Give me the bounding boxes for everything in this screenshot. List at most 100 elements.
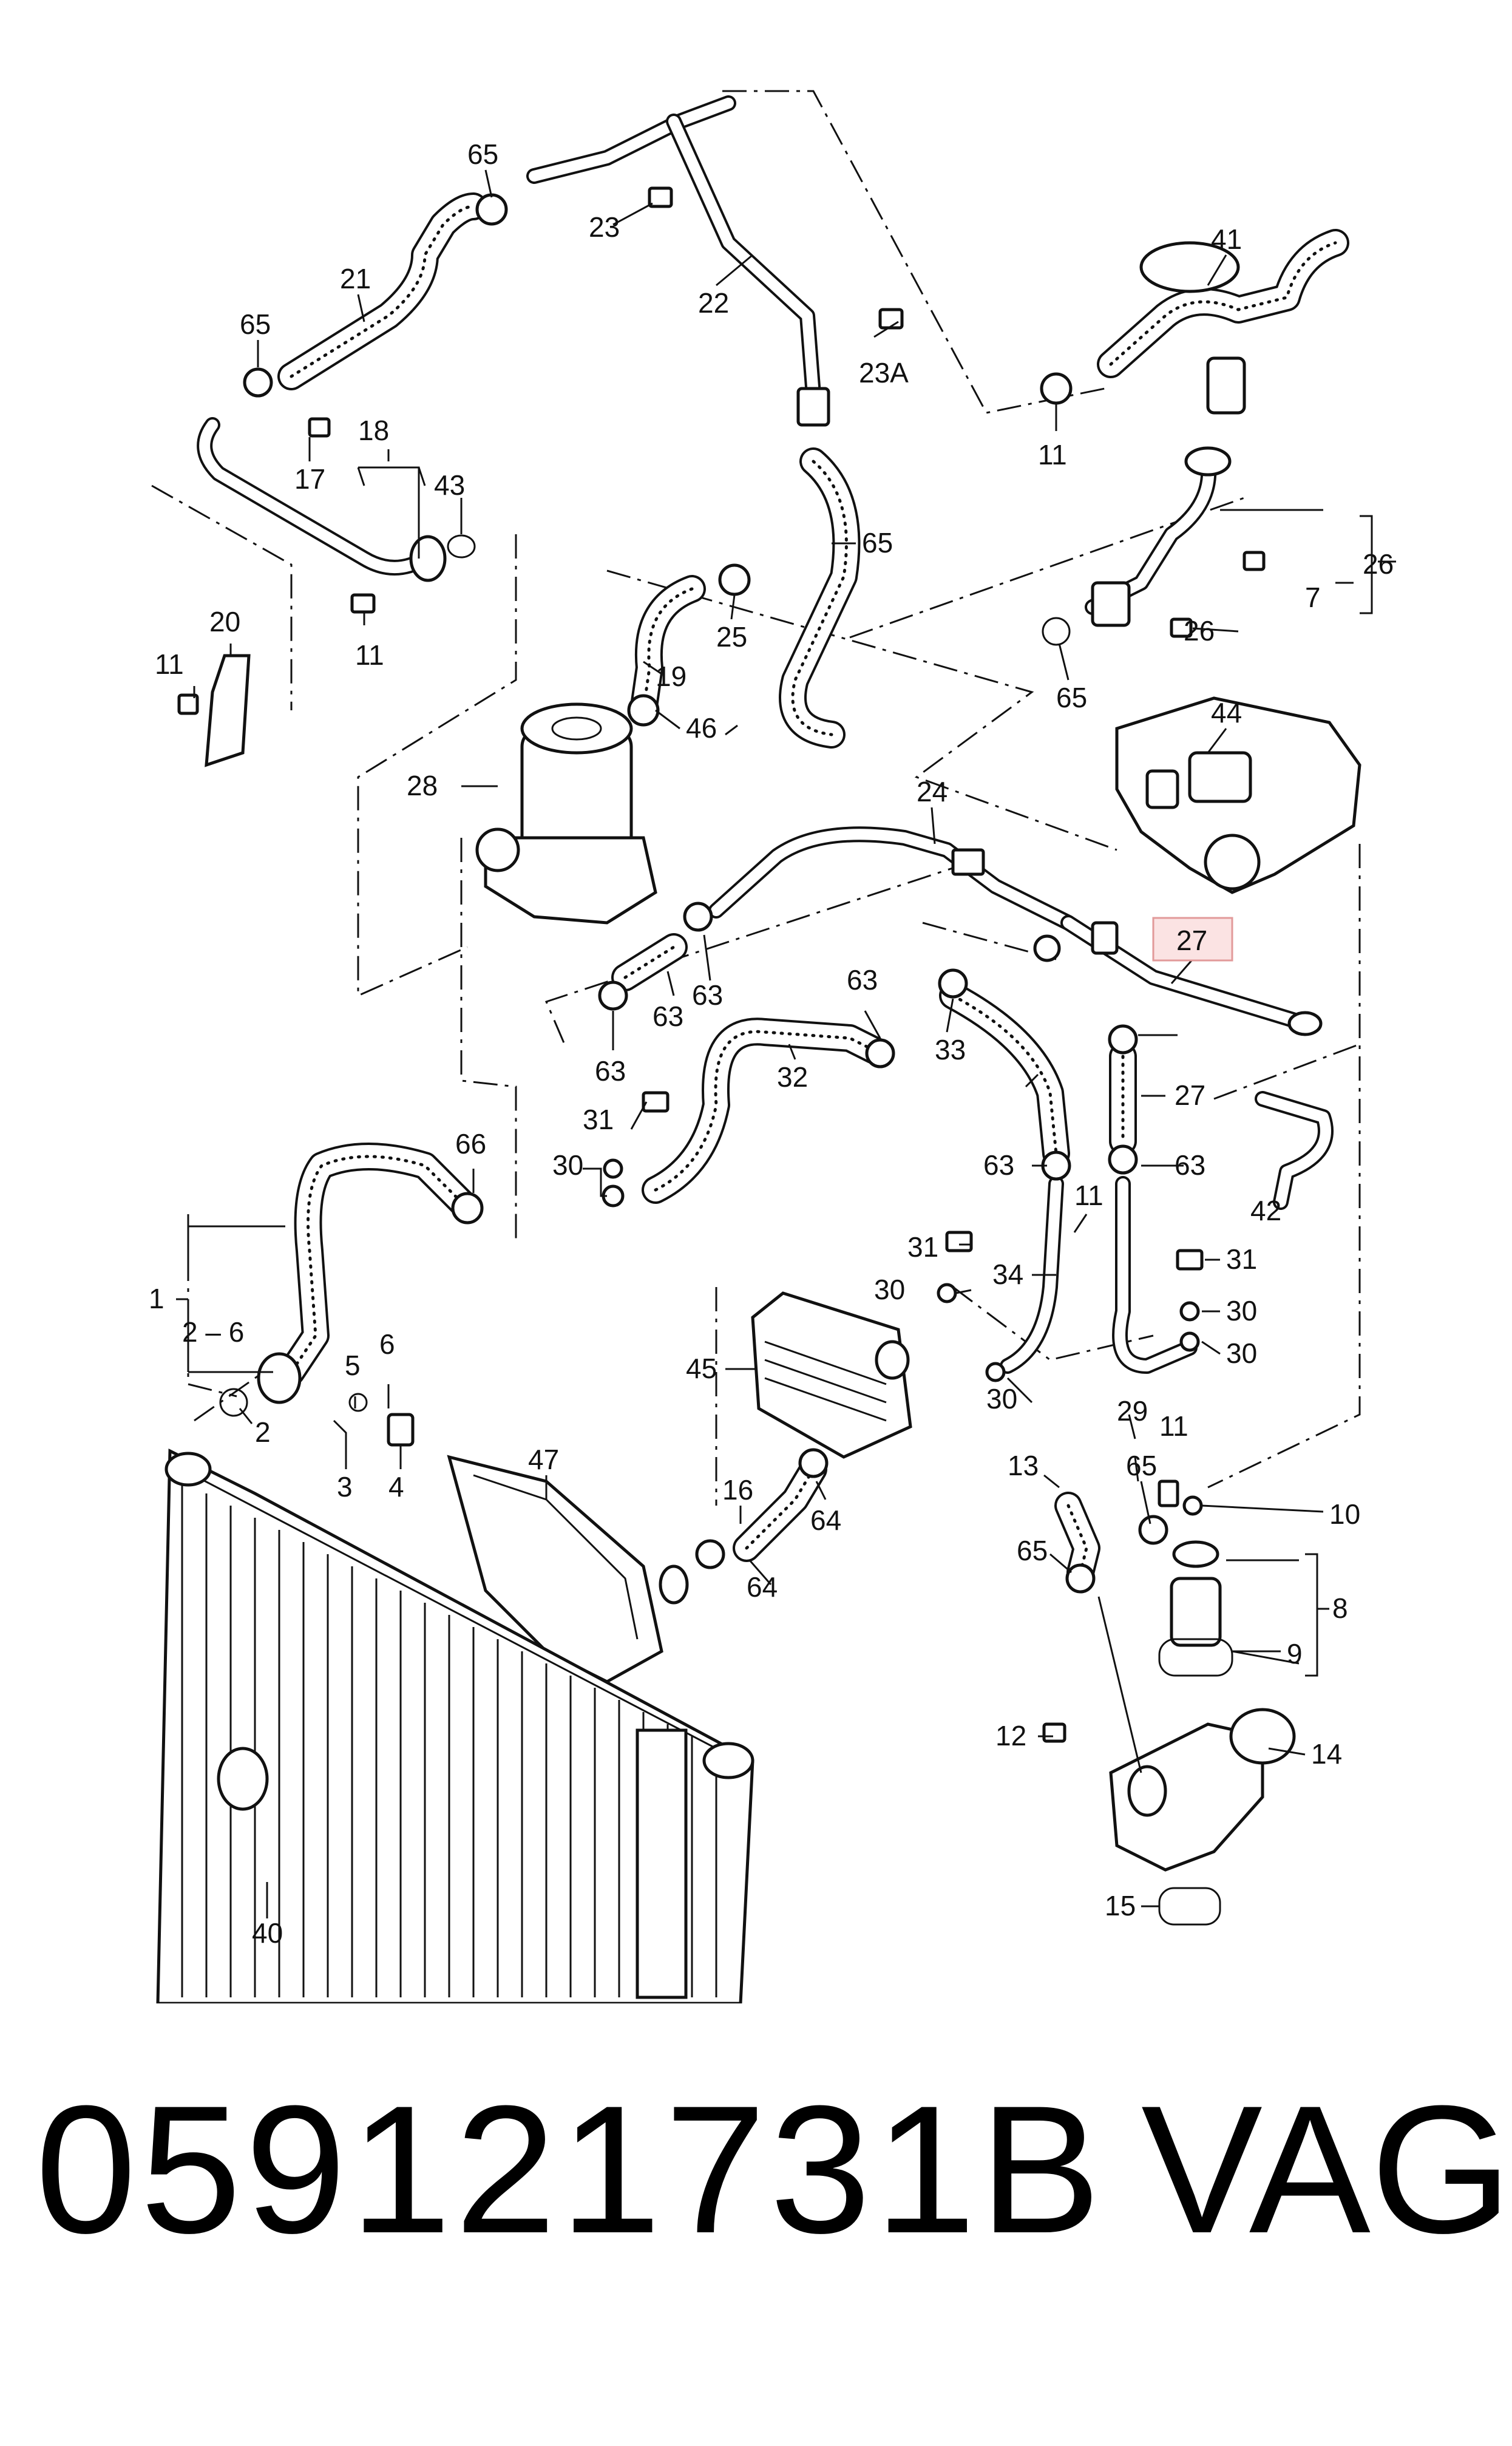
callout-label: 25 (716, 621, 747, 653)
callout-label: 6 (379, 1328, 395, 1360)
callout-label: 34 (992, 1259, 1023, 1290)
callout-label: 41 (1211, 223, 1242, 255)
callout-label: 27 (1176, 925, 1207, 956)
callout-label: 30 (986, 1383, 1017, 1415)
hose-41 (1097, 229, 1349, 415)
pipe-34 (1000, 1176, 1198, 1374)
pipe-28 (708, 826, 1323, 1036)
callout-label: 47 (528, 1444, 559, 1475)
pipe-25 (1042, 446, 1232, 646)
callout-label: 65 (467, 138, 498, 170)
brand-name: VAG (1141, 2067, 1512, 2271)
callout-label: 2 (255, 1416, 271, 1448)
part-number: 059121731B (35, 2067, 1105, 2271)
pipe-42 (1255, 1091, 1334, 1210)
pipe-17 (197, 417, 476, 582)
hose-7 (629, 575, 706, 724)
callout-label: 12 (995, 1720, 1026, 1751)
thermostat-housing-14 (1109, 1708, 1296, 1926)
hose-32 (642, 1017, 888, 1204)
callout-label: 23 (589, 211, 620, 243)
callout-label: 45 (686, 1353, 717, 1384)
cover-47 (447, 1455, 689, 1683)
clamps-and-bolts (177, 186, 1266, 1743)
callout-label: 30 (552, 1149, 583, 1181)
callout-label: 27 (1175, 1079, 1205, 1111)
callout-label: 66 (455, 1128, 486, 1160)
callout-label: 32 (777, 1061, 808, 1093)
callout-label: 31 (907, 1231, 938, 1263)
callout-label: 64 (810, 1504, 841, 1536)
pipe-22 (526, 95, 830, 427)
callout-label: 63 (1175, 1149, 1205, 1181)
callout-label: 30 (874, 1274, 905, 1305)
callout-label: 24 (917, 776, 948, 807)
hose-33 (939, 982, 1070, 1167)
callout-label: 2 – 6 (182, 1316, 244, 1348)
callout-labels: 65 23 21 22 23A 41 65 11 17 18 43 65 25 … (149, 138, 1394, 1949)
callout-label: 7 (1305, 582, 1321, 613)
callout-label: 63 (653, 1000, 683, 1032)
hose-21 (277, 192, 487, 390)
callout-label: 30 (1226, 1337, 1257, 1369)
callout-label: 30 (1226, 1295, 1257, 1327)
callout-label: 44 (1211, 697, 1242, 729)
callout-label: 9 (1287, 1638, 1303, 1670)
callout-label: 63 (595, 1055, 626, 1087)
hose-13 (1054, 1492, 1100, 1586)
callout-label: 20 (209, 606, 240, 637)
callout-label: 10 (1329, 1498, 1360, 1530)
callout-label: 28 (407, 770, 438, 801)
egr-valve-46 (1115, 696, 1361, 894)
callout-label: 11 (1159, 1410, 1188, 1442)
oil-cooler-45 (751, 1291, 912, 1459)
callout-label: 14 (1311, 1738, 1342, 1770)
flange-8 (1158, 1540, 1233, 1677)
callout-label: 8 (1332, 1592, 1348, 1624)
callout-label: 46 (686, 712, 717, 744)
callout-label: 11 (1038, 439, 1067, 471)
callout-label: 16 (722, 1474, 753, 1506)
callout-label: 63 (983, 1149, 1014, 1181)
callout-label: 31 (1226, 1243, 1257, 1275)
hose-27 (611, 933, 1137, 1155)
callout-label: 65 (240, 308, 271, 340)
hose-16 (733, 1455, 827, 1562)
callout-label: 40 (252, 1917, 283, 1949)
callout-label: 29 (1117, 1395, 1148, 1427)
callout-label: 31 (583, 1104, 614, 1135)
callout-label: 63 (847, 964, 878, 996)
callout-label: 22 (698, 287, 729, 319)
radiator-40 (156, 1448, 754, 2003)
callout-label: 43 (434, 469, 465, 501)
callout-label: 1 (149, 1283, 164, 1314)
callout-label: 11 (155, 648, 184, 680)
callout-label: 11 (355, 639, 384, 671)
callout-label: 4 (388, 1471, 404, 1503)
callout-label: 17 (294, 463, 325, 495)
hose-43 (779, 447, 861, 749)
callout-label: 64 (747, 1571, 778, 1603)
callout-label: 18 (358, 415, 389, 446)
callout-24-highlight (1152, 917, 1233, 962)
callout-label: 65 (1126, 1450, 1157, 1481)
callout-label: 26 (1363, 548, 1394, 580)
callout-label: 65 (1017, 1535, 1048, 1566)
callout-label: 21 (340, 263, 371, 294)
callout-label: 63 (692, 979, 723, 1011)
callout-label: 3 (337, 1471, 353, 1503)
callout-label: 65 (862, 527, 893, 559)
exploded-parts-diagram: 65 23 21 22 23A 41 65 11 17 18 43 65 25 … (149, 90, 1396, 2003)
callout-label: 26 (1184, 615, 1215, 647)
callout-label: 5 (345, 1350, 361, 1381)
filter-housing-44 (475, 702, 657, 925)
hose-1 (219, 1143, 481, 1447)
callout-label: 19 (656, 661, 687, 692)
callout-label: 42 (1250, 1195, 1281, 1226)
callout-label: 65 (1056, 682, 1087, 713)
callout-label: 11 (1074, 1180, 1103, 1211)
callout-label: 15 (1105, 1890, 1136, 1921)
callout-label: 23A (859, 357, 909, 389)
callout-label: 33 (935, 1034, 966, 1065)
